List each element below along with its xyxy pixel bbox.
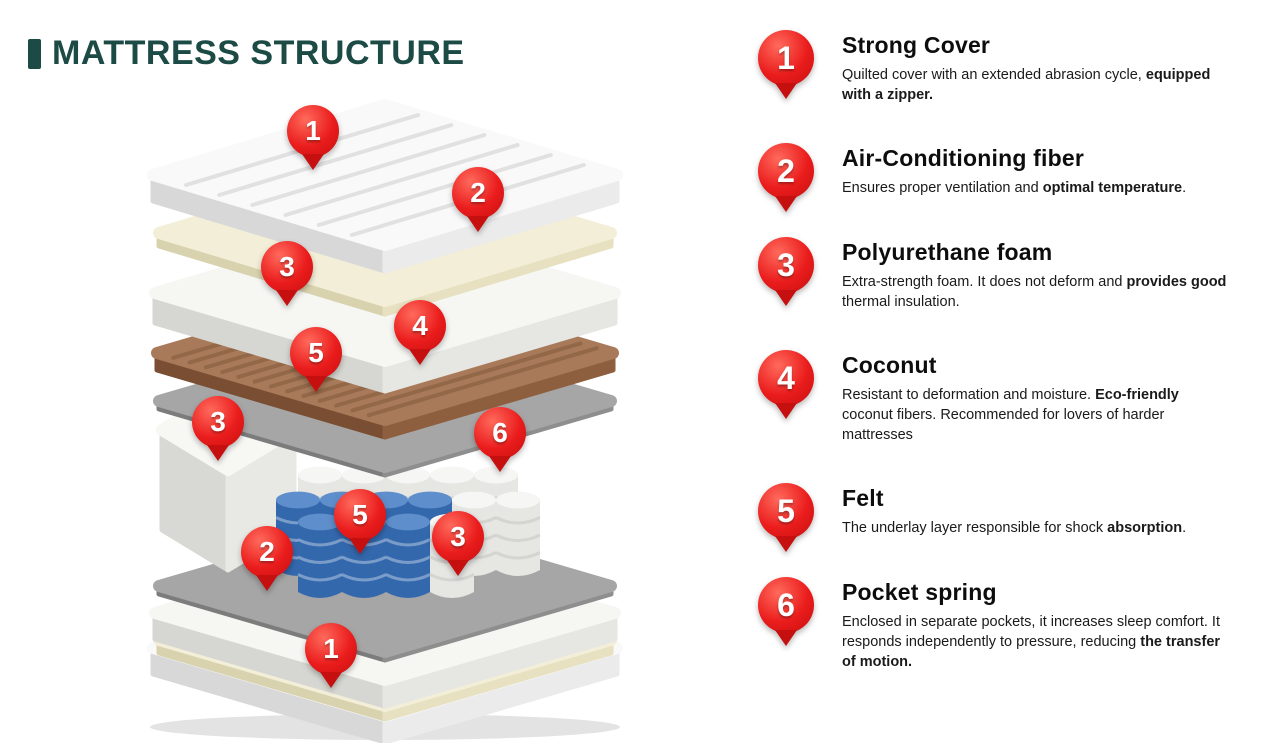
spring-coil-blue (297, 513, 343, 599)
legend-item-desc: Resistant to deformation and moisture. E… (842, 387, 1179, 443)
legend-item-desc: Extra-strength foam. It does not deform … (842, 274, 1227, 310)
pin-number: 6 (777, 587, 795, 623)
pin-number: 4 (777, 360, 795, 396)
legend-item-title: Strong Cover (842, 32, 991, 58)
legend-item-desc: The underlay layer responsible for shock… (842, 520, 1187, 536)
pocket-spring-white (429, 513, 475, 599)
title-accent-bar (28, 38, 41, 69)
legend-item-title: Polyurethane foam (842, 239, 1053, 265)
page-title: MATTRESS STRUCTURE (52, 34, 465, 72)
legend-item-desc: Enclosed in separate pockets, it increas… (842, 614, 1221, 670)
pin-number: 5 (777, 493, 795, 529)
legend-item-title: Felt (842, 485, 884, 511)
pin-number: 1 (777, 40, 795, 76)
page-header: MATTRESS STRUCTURE (28, 34, 465, 73)
legend-item-title: Pocket spring (842, 579, 997, 605)
legend-item-title: Coconut (842, 352, 937, 378)
spring-coil-blue (385, 513, 431, 599)
legend-pin: 3 (758, 237, 814, 293)
pin-number: 2 (777, 153, 795, 189)
legend-item-desc: Quilted cover with an extended abrasion … (842, 67, 1211, 103)
legend-pin: 1 (758, 30, 814, 86)
legend-pin: 2 (758, 143, 814, 199)
legend-pin: 6 (758, 577, 814, 633)
spring-coil-blue (341, 513, 387, 599)
legend-pin: 4 (758, 350, 814, 406)
pocket-spring-white (495, 491, 541, 577)
legend-item-desc: Ensures proper ventilation and optimal t… (842, 180, 1187, 196)
legend-pin: 5 (758, 483, 814, 539)
mattress-layers-illustration (149, 113, 621, 743)
legend-item-title: Air-Conditioning fiber (842, 145, 1085, 171)
pin-number: 3 (777, 247, 795, 283)
